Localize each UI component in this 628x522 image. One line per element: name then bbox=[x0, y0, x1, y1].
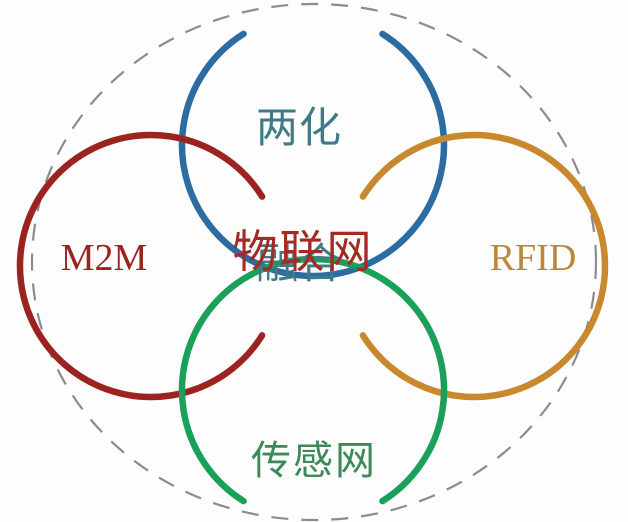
arc-m2m bbox=[16, 131, 266, 401]
arc-sensor-network bbox=[178, 255, 448, 505]
arc-rfid bbox=[359, 131, 609, 401]
arc-two-way-integration bbox=[178, 30, 448, 280]
dashed-boundary-ellipse bbox=[30, 2, 598, 522]
